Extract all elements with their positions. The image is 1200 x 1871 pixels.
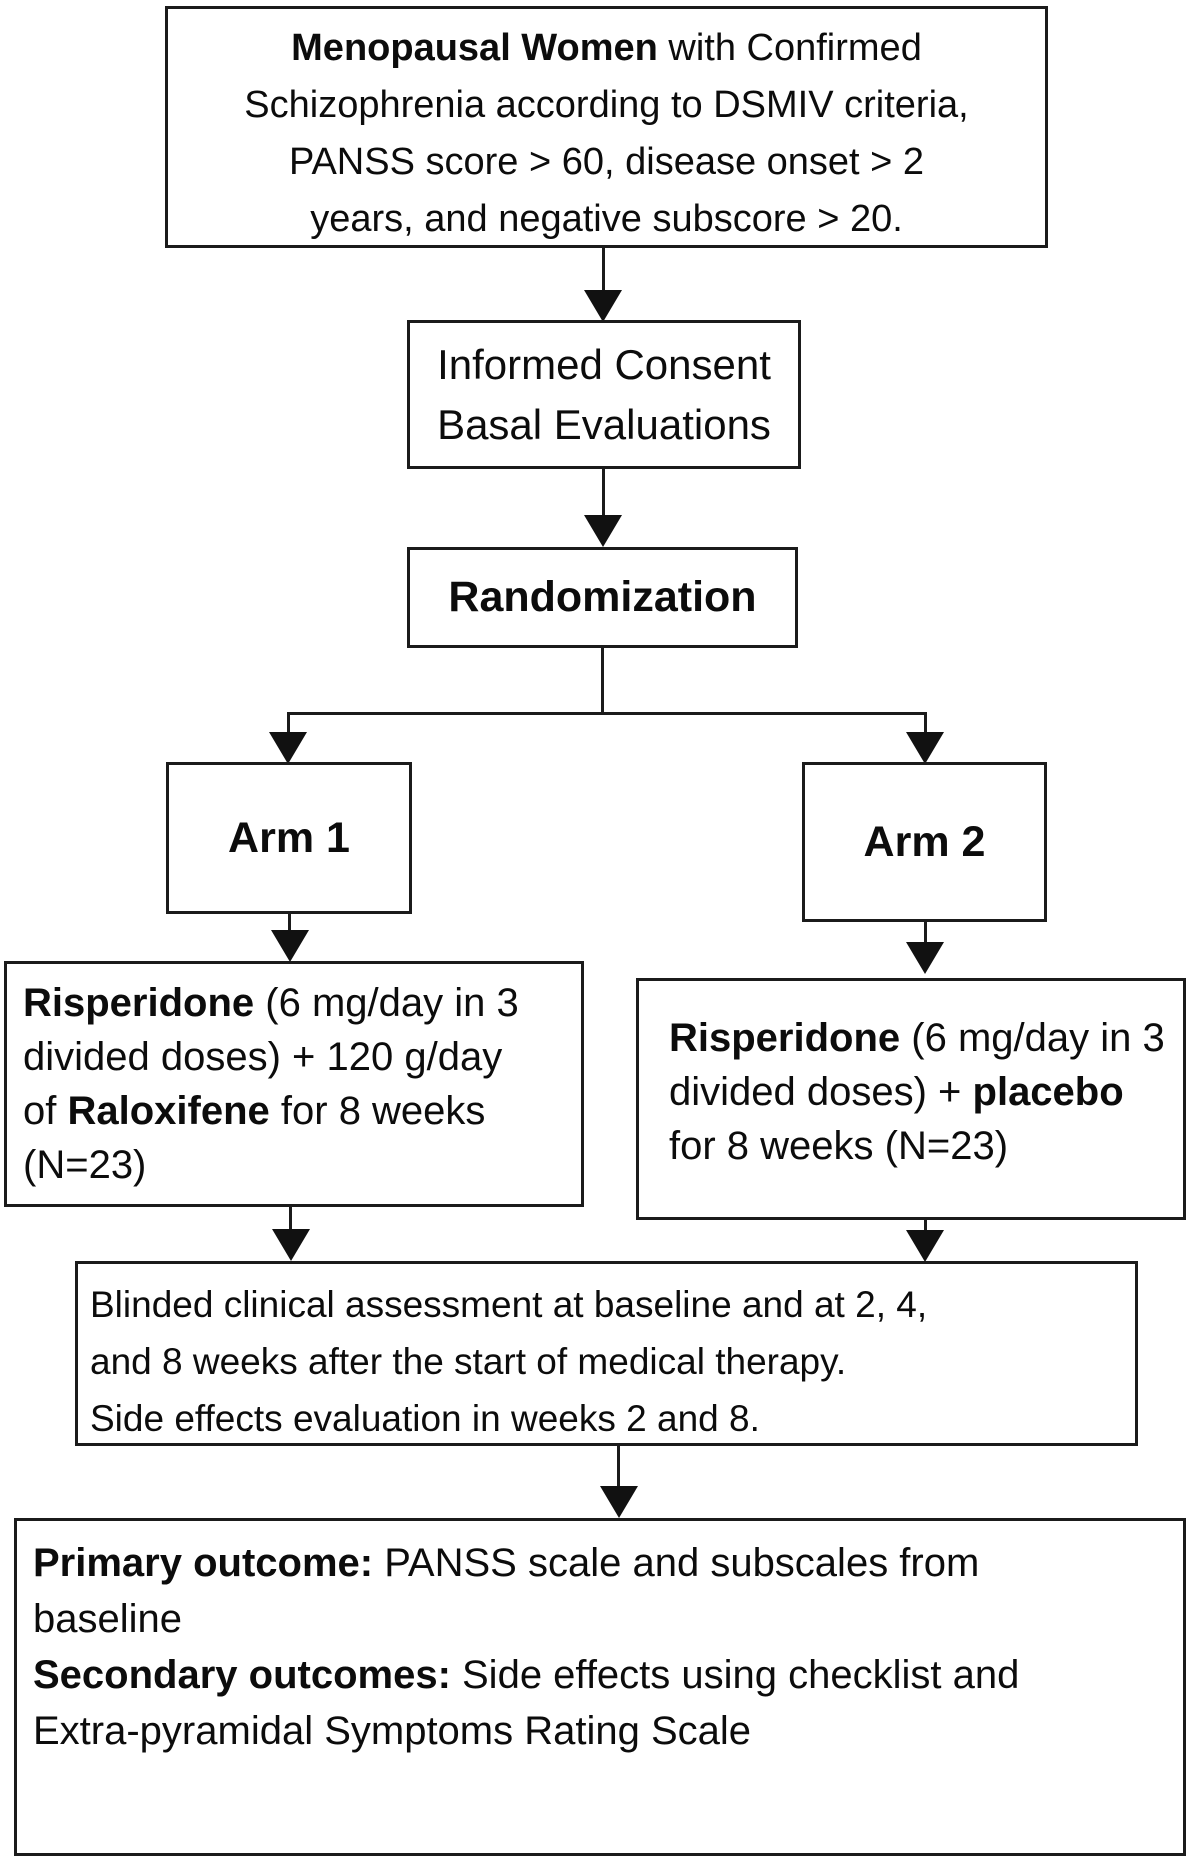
assessment-line-1: Blinded clinical assessment at baseline … bbox=[90, 1284, 928, 1325]
outcomes-line-4: Extra-pyramidal Symptoms Rating Scale bbox=[33, 1709, 752, 1753]
secondary-outcomes-label: Secondary outcomes: bbox=[33, 1653, 451, 1697]
down-arrow-icon bbox=[272, 1229, 310, 1261]
arm1-treatment-box: Risperidone (6 mg/day in 3 divided doses… bbox=[4, 961, 584, 1207]
connector-branch-arm1 bbox=[287, 712, 290, 736]
consent-line-2: Basal Evaluations bbox=[437, 400, 771, 448]
connector-assessment-outcomes bbox=[617, 1446, 620, 1490]
arm2-treatment-box: Risperidone (6 mg/day in 3 divided doses… bbox=[636, 978, 1186, 1220]
raloxifene-bold: Raloxifene bbox=[67, 1089, 270, 1133]
risperidone-bold: Risperidone bbox=[669, 1016, 901, 1060]
connector-treatment2-assessment bbox=[924, 1220, 927, 1238]
connector-treatment1-assessment bbox=[289, 1207, 292, 1235]
down-arrow-icon bbox=[584, 515, 622, 547]
connector-arm2-treatment bbox=[924, 922, 927, 944]
eligibility-line-4: years, and negative subscore > 20. bbox=[310, 197, 903, 240]
placebo-bold: placebo bbox=[972, 1070, 1124, 1114]
eligibility-line-1: Menopausal Women with Confirmed bbox=[291, 26, 922, 69]
assessment-box: Blinded clinical assessment at baseline … bbox=[75, 1261, 1138, 1446]
down-arrow-icon bbox=[600, 1486, 638, 1518]
connector-consent-randomization bbox=[602, 469, 605, 519]
branch-horizontal-line bbox=[287, 712, 927, 715]
down-arrow-icon bbox=[906, 942, 944, 974]
randomization-label: Randomization bbox=[448, 573, 757, 621]
arm1-treatment-line-2: divided doses) + 120 g/day bbox=[23, 1035, 503, 1079]
arm2-treatment-line-1: Risperidone (6 mg/day in 3 bbox=[669, 1016, 1165, 1060]
risperidone-bold: Risperidone bbox=[23, 981, 255, 1025]
arm2-box: Arm 2 bbox=[802, 762, 1047, 922]
arm1-label: Arm 1 bbox=[228, 813, 350, 862]
outcomes-line-3: Secondary outcomes: Side effects using c… bbox=[33, 1653, 1020, 1697]
arm1-box: Arm 1 bbox=[166, 762, 412, 914]
eligibility-population-bold: Menopausal Women bbox=[291, 26, 658, 69]
arm1-treatment-line-4: (N=23) bbox=[23, 1143, 147, 1187]
eligibility-line-2: Schizophrenia according to DSMIV criteri… bbox=[244, 83, 969, 126]
eligibility-box: Menopausal Women with Confirmed Schizoph… bbox=[165, 6, 1048, 248]
down-arrow-icon bbox=[271, 930, 309, 962]
arm1-treatment-line-3: of Raloxifene for 8 weeks bbox=[23, 1089, 486, 1133]
arm2-label: Arm 2 bbox=[863, 817, 986, 866]
outcomes-line-1: Primary outcome: PANSS scale and subscal… bbox=[33, 1541, 980, 1585]
randomization-box: Randomization bbox=[407, 547, 798, 648]
down-arrow-icon bbox=[269, 732, 307, 764]
down-arrow-icon bbox=[906, 1230, 944, 1262]
consent-line-1: Informed Consent bbox=[437, 340, 771, 388]
arm1-treatment-line-1: Risperidone (6 mg/day in 3 bbox=[23, 981, 519, 1025]
connector-arm1-treatment bbox=[288, 914, 291, 936]
connector-randomization-branch bbox=[601, 648, 604, 715]
outcomes-box: Primary outcome: PANSS scale and subscal… bbox=[14, 1518, 1186, 1856]
down-arrow-icon bbox=[906, 732, 944, 764]
outcomes-line-2: baseline bbox=[33, 1597, 183, 1641]
primary-outcome-label: Primary outcome: bbox=[33, 1541, 374, 1585]
down-arrow-icon bbox=[584, 290, 622, 322]
arm2-treatment-line-3: for 8 weeks (N=23) bbox=[669, 1124, 1009, 1168]
connector-branch-arm2 bbox=[924, 712, 927, 736]
eligibility-line-3: PANSS score > 60, disease onset > 2 bbox=[288, 140, 925, 183]
connector-eligibility-consent bbox=[602, 248, 605, 294]
assessment-line-2: and 8 weeks after the start of medical t… bbox=[90, 1341, 847, 1382]
arm2-treatment-line-2: divided doses) + placebo bbox=[669, 1070, 1124, 1114]
consent-box: Informed Consent Basal Evaluations bbox=[407, 320, 801, 469]
assessment-line-3: Side effects evaluation in weeks 2 and 8… bbox=[90, 1398, 760, 1439]
